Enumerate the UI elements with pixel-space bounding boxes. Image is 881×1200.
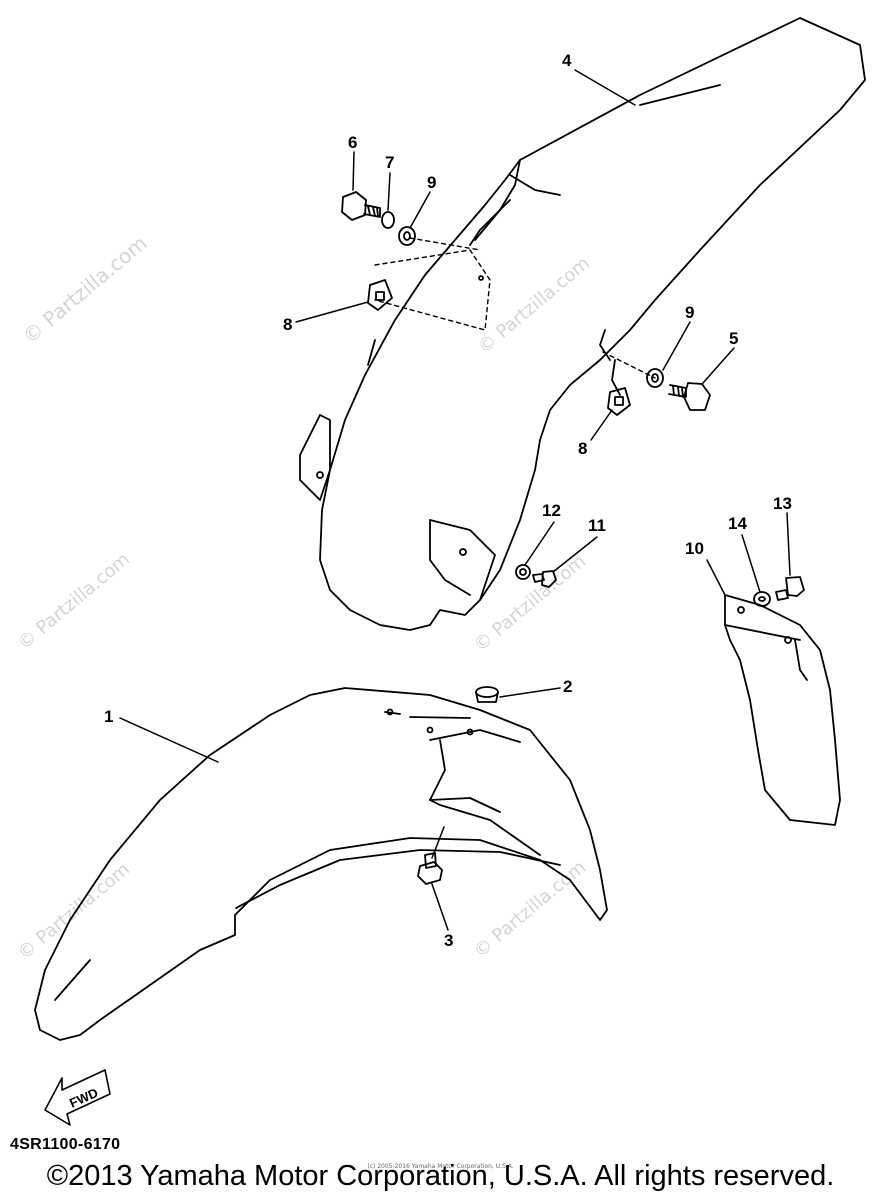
small-copyright: (c) 2005-2016 Yamaha Motor Corporation, …: [367, 1163, 514, 1170]
clip-nut-part-8-lower: [607, 387, 631, 416]
callout-number-9: 9: [685, 303, 695, 322]
grommet-part-2: [475, 686, 499, 703]
washer-part-14: [753, 591, 771, 607]
mounting-hole: [478, 275, 484, 281]
callout-number-9: 9: [427, 173, 437, 192]
screw-part-11: [532, 570, 557, 588]
callout-number-7: 7: [385, 153, 395, 172]
callout-number-4: 4: [562, 51, 572, 70]
callout-number-13: 13: [773, 494, 792, 513]
rear-fender-part-4: [299, 17, 866, 631]
callout-number-8: 8: [578, 439, 588, 458]
washer-part-7: [381, 211, 395, 229]
callout-number-3: 3: [444, 931, 454, 950]
clip-nut-part-8-upper: [367, 279, 393, 311]
fwd-direction-arrow: FWD: [44, 1069, 111, 1126]
callout-number-10: 10: [685, 539, 704, 558]
callout-leader-lines: [119, 69, 791, 931]
diagram-code: 4SR1100-6170: [10, 1136, 121, 1153]
front-fender-part-1: [34, 687, 608, 1041]
bolt-part-6: [341, 191, 381, 221]
callout-number-8: 8: [283, 315, 293, 334]
callout-number-2: 2: [563, 677, 573, 696]
collar-part-9-upper: [398, 226, 416, 246]
callout-number-5: 5: [729, 329, 739, 348]
callout-number-6: 6: [348, 133, 358, 152]
bolt-part-3: [417, 852, 443, 885]
copyright-notice: ©2013 Yamaha Motor Corporation, U.S.A. A…: [46, 1160, 835, 1192]
collar-part-9-lower: [646, 368, 664, 388]
callout-number-1: 1: [104, 707, 114, 726]
callout-number-12: 12: [542, 501, 561, 520]
bolt-part-5: [668, 382, 711, 411]
assembly-guide-lines: [374, 237, 656, 379]
callout-number-11: 11: [588, 516, 606, 535]
mud-flap-part-10: [724, 594, 841, 826]
collar-part-12: [515, 564, 531, 580]
screw-part-13: [775, 576, 805, 601]
callout-number-14: 14: [728, 514, 747, 533]
